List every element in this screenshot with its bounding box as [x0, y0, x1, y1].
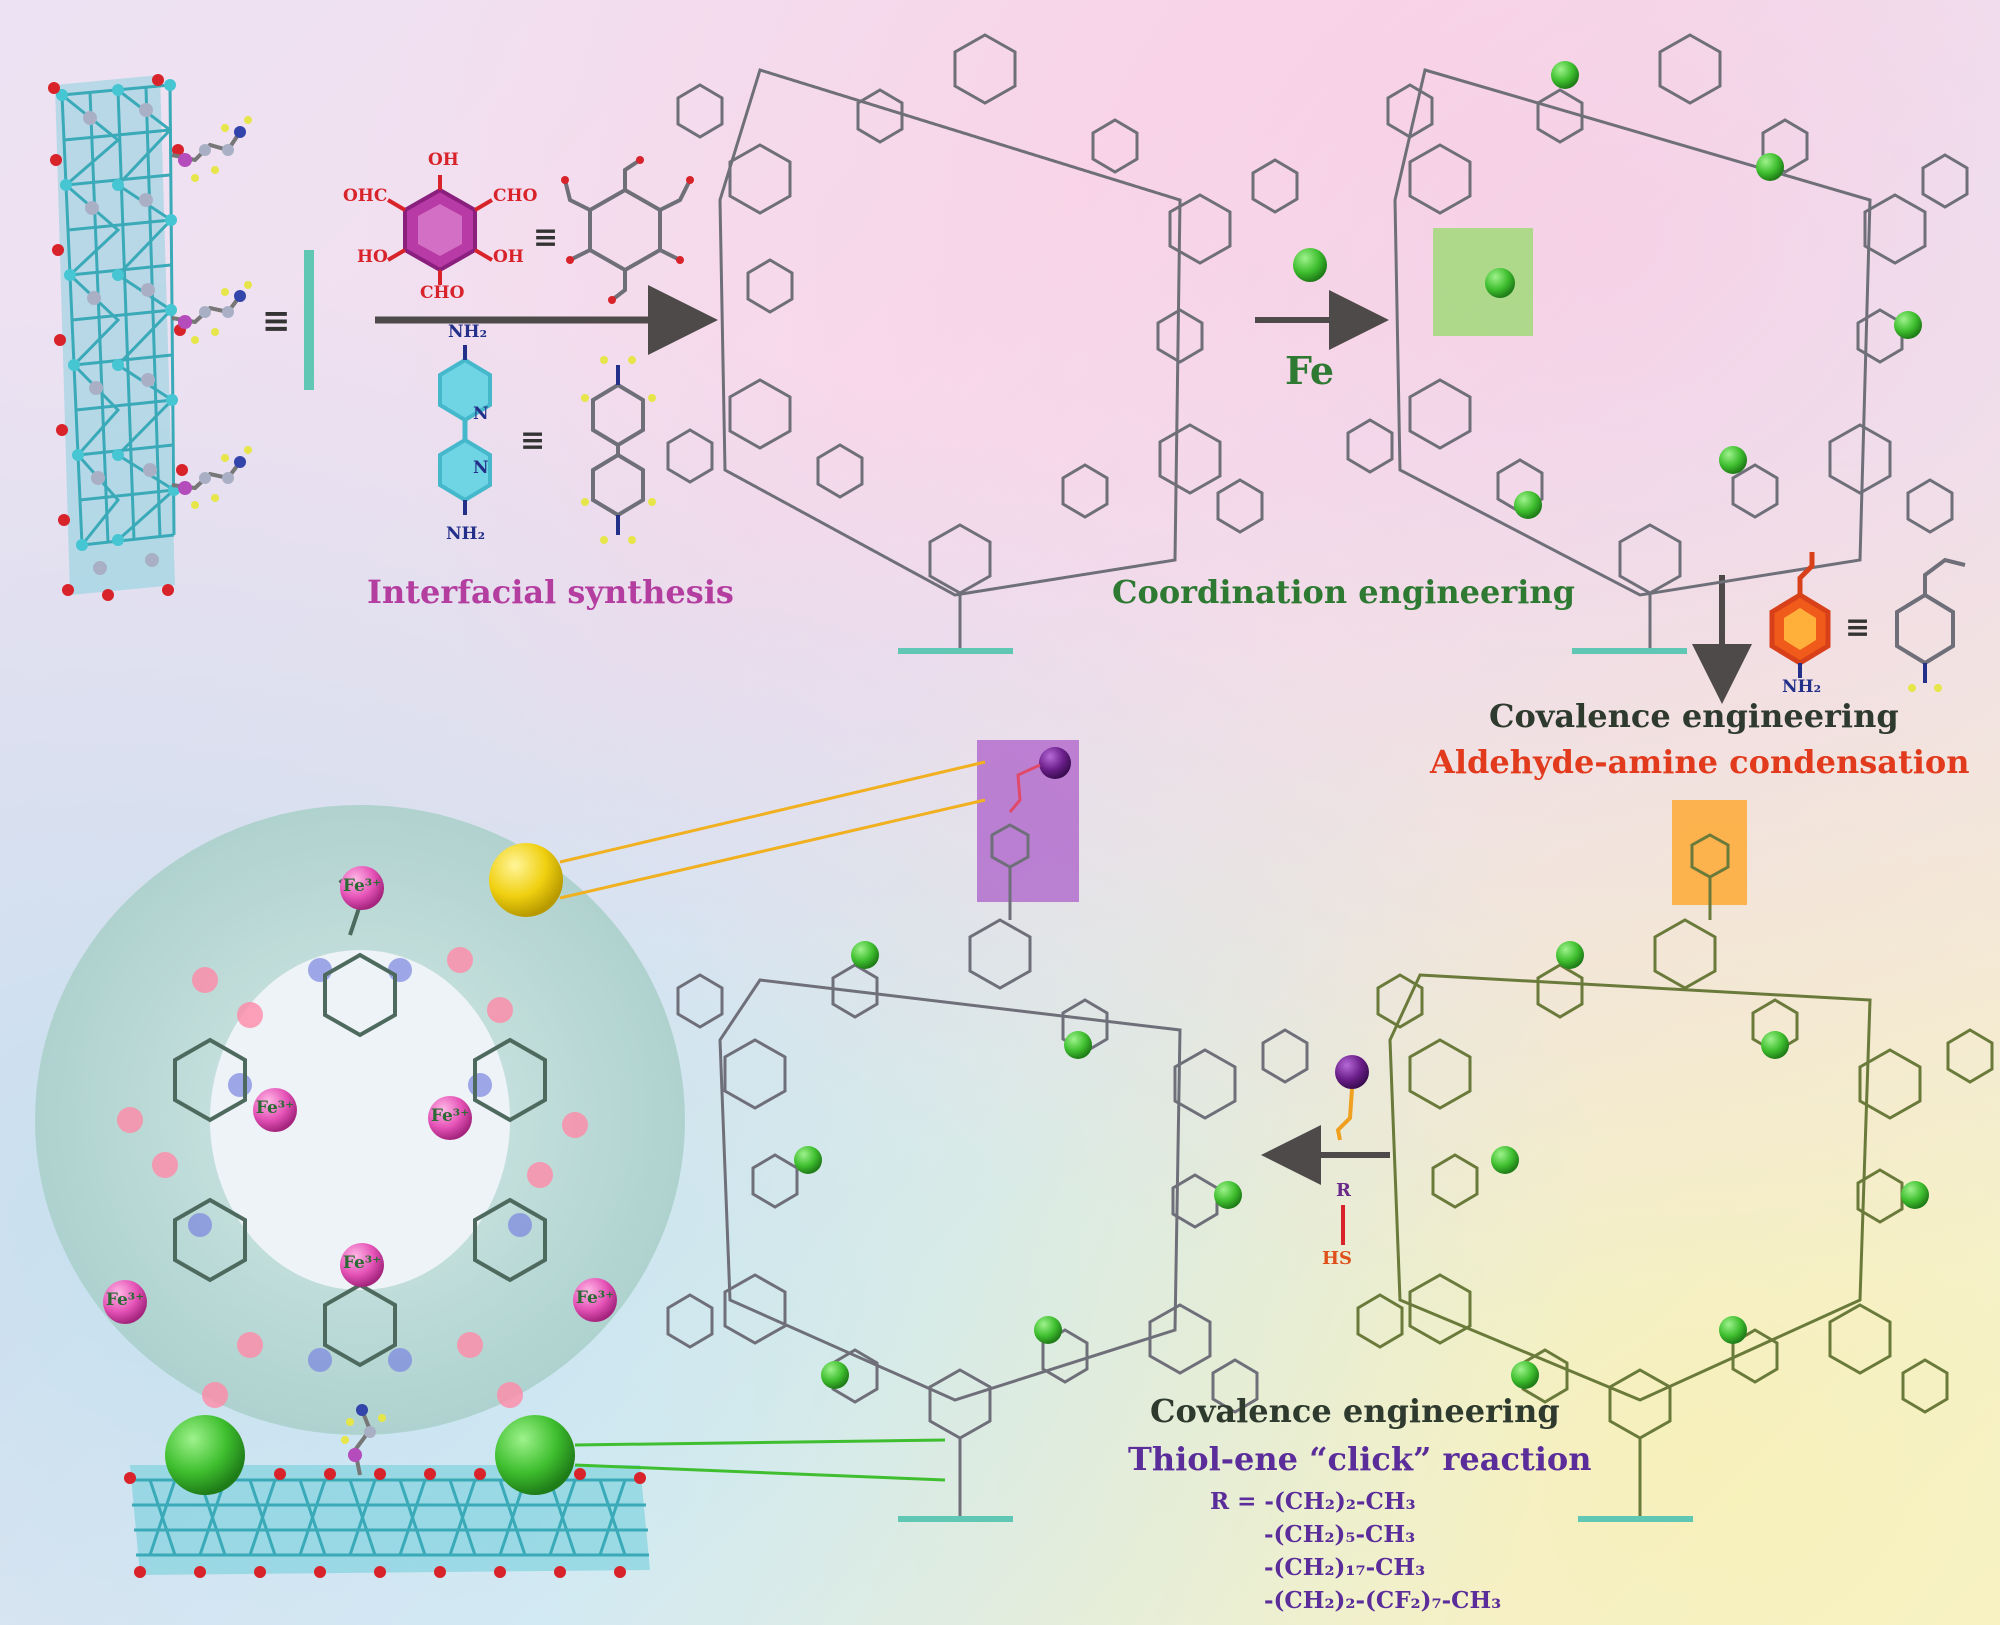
vinyl-aniline-skeletal	[1895, 557, 1966, 692]
silane-group-bottom	[341, 1404, 386, 1476]
pore-space-filling-model	[35, 805, 685, 1578]
chem-cho-left: OHC	[343, 186, 388, 206]
aldehyde-monomer	[386, 175, 494, 285]
equiv-symbol-3: ≡	[520, 423, 545, 458]
r-group-1: R = -(CH₂)₂-CH₃	[1210, 1488, 1416, 1515]
chem-oh-right: OH	[493, 247, 524, 267]
amine-monomer-skeletal	[581, 356, 656, 544]
anchor-bar-b	[1572, 648, 1687, 654]
chem-hs: HS	[1322, 1248, 1353, 1269]
chem-cho-right: CHO	[493, 186, 538, 206]
anchor-bar-d	[898, 1516, 1013, 1522]
anchor-bar-c	[1578, 1516, 1693, 1522]
covalence-engineering-label-1: Covalence engineering	[1489, 697, 1899, 735]
cof-framework-thiol	[666, 740, 1309, 1522]
coordination-engineering-label: Coordination engineering	[1112, 573, 1576, 611]
chem-nh2-vinyl: NH₂	[1782, 677, 1822, 697]
silane-group-3	[171, 446, 252, 509]
thiol-reagent	[1335, 1055, 1369, 1245]
fe-ion-label-3: Fe³⁺	[430, 1106, 470, 1126]
covalence-engineering-label-2: Covalence engineering	[1150, 1392, 1560, 1430]
chem-n-top: N	[473, 404, 489, 424]
fe-label: Fe	[1285, 348, 1335, 393]
amine-monomer	[438, 345, 492, 515]
thiol-ene-label: Thiol-ene “click” reaction	[1128, 1440, 1592, 1478]
r-group-3: -(CH₂)₁₇-CH₃	[1264, 1554, 1426, 1581]
silane-group-2	[171, 281, 252, 344]
fe-ion-label-1: Fe³⁺	[342, 876, 382, 896]
fe-sphere-large-right	[495, 1415, 575, 1495]
fe-ion-label-4: Fe³⁺	[342, 1253, 382, 1273]
aldehyde-amine-label: Aldehyde-amine condensation	[1430, 743, 1970, 781]
chem-nh2-top: NH₂	[448, 322, 488, 342]
chem-n-bottom: N	[473, 458, 489, 478]
fe-sphere-large-left	[165, 1415, 245, 1495]
chem-ho-left: HO	[357, 247, 388, 267]
fe-ion-label-6: Fe³⁺	[575, 1288, 615, 1308]
chem-cho-bottom: CHO	[420, 283, 465, 303]
equiv-symbol-4: ≡	[1845, 610, 1870, 645]
r-group-4: -(CH₂)₂-(CF₂)₇-CH₃	[1264, 1587, 1502, 1614]
chem-r: R	[1336, 1180, 1351, 1201]
fe-ion-label-2: Fe³⁺	[255, 1098, 295, 1118]
aldehyde-monomer-skeletal	[561, 156, 694, 304]
vinyl-aniline-monomer	[1769, 552, 1831, 678]
silane-group-1	[171, 116, 252, 182]
fe-ion-label-5: Fe³⁺	[105, 1290, 145, 1310]
cof-framework-vinyl	[1356, 800, 1994, 1522]
zoom-lines-thiol	[559, 760, 986, 900]
fe-site-highlight	[1433, 228, 1533, 336]
anchor-bar-legend	[304, 250, 314, 390]
fe-ion-spheres	[103, 866, 617, 1324]
anchor-bar-a	[898, 648, 1013, 654]
interfacial-synthesis-label: Interfacial synthesis	[367, 573, 734, 611]
zoom-lines-fe	[574, 1438, 946, 1482]
fe-atom	[1293, 248, 1327, 282]
cof-framework-pristine	[666, 33, 1299, 654]
r-group-2: -(CH₂)₅-CH₃	[1264, 1521, 1416, 1548]
thiol-sphere-large	[489, 843, 563, 917]
substrate-slab-vertical	[48, 74, 252, 601]
equiv-symbol-1: ≡	[262, 301, 291, 341]
chem-oh-top: OH	[428, 150, 459, 170]
chem-nh2-bottom: NH₂	[446, 524, 486, 544]
cof-framework-fe	[1346, 33, 1969, 654]
equiv-symbol-2: ≡	[533, 220, 558, 255]
